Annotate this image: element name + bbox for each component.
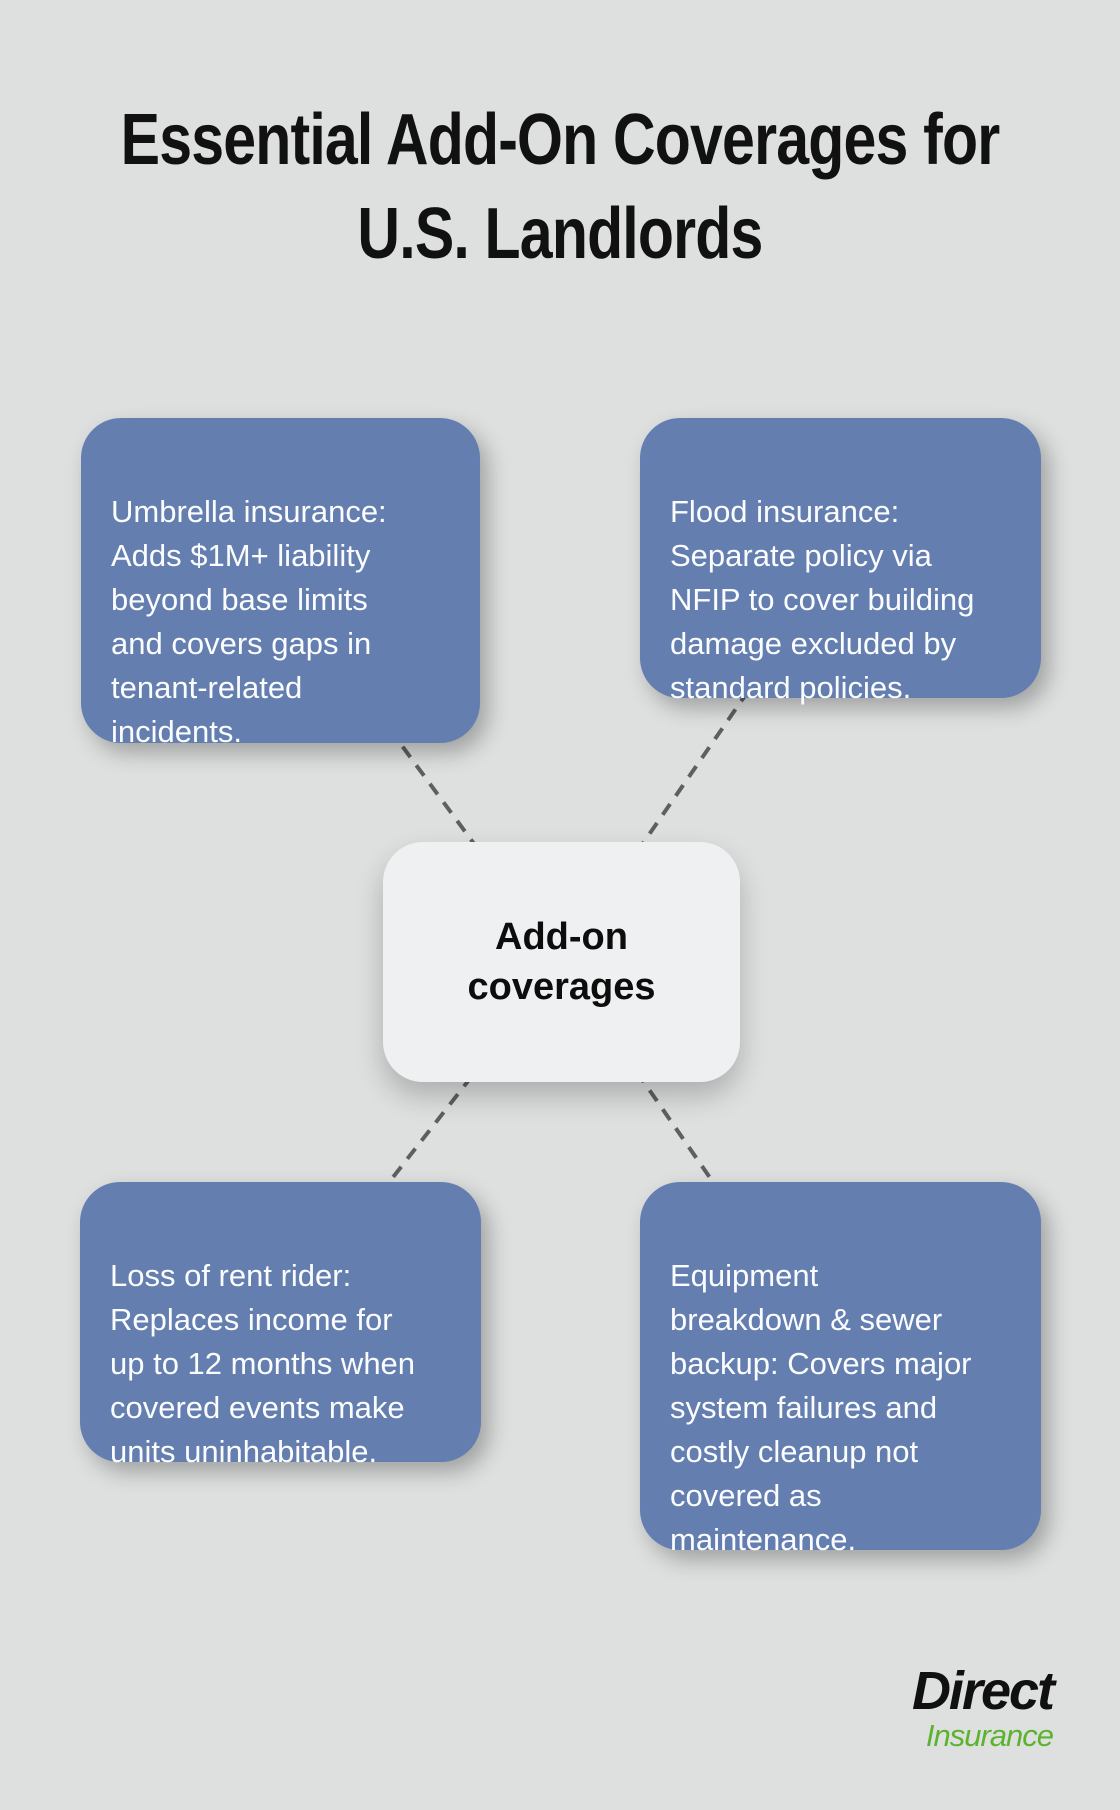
brand-logo: Direct Insurance <box>911 1661 1055 1753</box>
node-umbrella-insurance-text: Umbrella insurance: Adds $1M+ liability … <box>111 494 387 749</box>
node-flood-insurance-text: Flood insurance: Separate policy via NFI… <box>670 494 975 705</box>
node-loss-of-rent-rider: Loss of rent rider: Replaces income for … <box>80 1182 481 1469</box>
page-title: Essential Add-On Coverages for U.S. Land… <box>120 100 1001 274</box>
node-flood-insurance: Flood insurance: Separate policy via NFI… <box>640 418 1041 705</box>
brand-logo-subtitle: Insurance <box>925 1718 1054 1753</box>
node-equipment-breakdown-sewer-backup: Equipment breakdown & sewer backup: Cove… <box>640 1182 1041 1557</box>
brand-logo-wordmark: Direct <box>911 1661 1055 1721</box>
node-umbrella-insurance: Umbrella insurance: Adds $1M+ liability … <box>81 418 480 749</box>
node-loss-of-rent-rider-text: Loss of rent rider: Replaces income for … <box>110 1258 416 1469</box>
center-node-add-on-coverages: Add-on coverages <box>383 842 740 1082</box>
center-node-label: Add-on coverages <box>467 916 656 1008</box>
node-equipment-breakdown-sewer-backup-text: Equipment breakdown & sewer backup: Cove… <box>670 1258 972 1557</box>
